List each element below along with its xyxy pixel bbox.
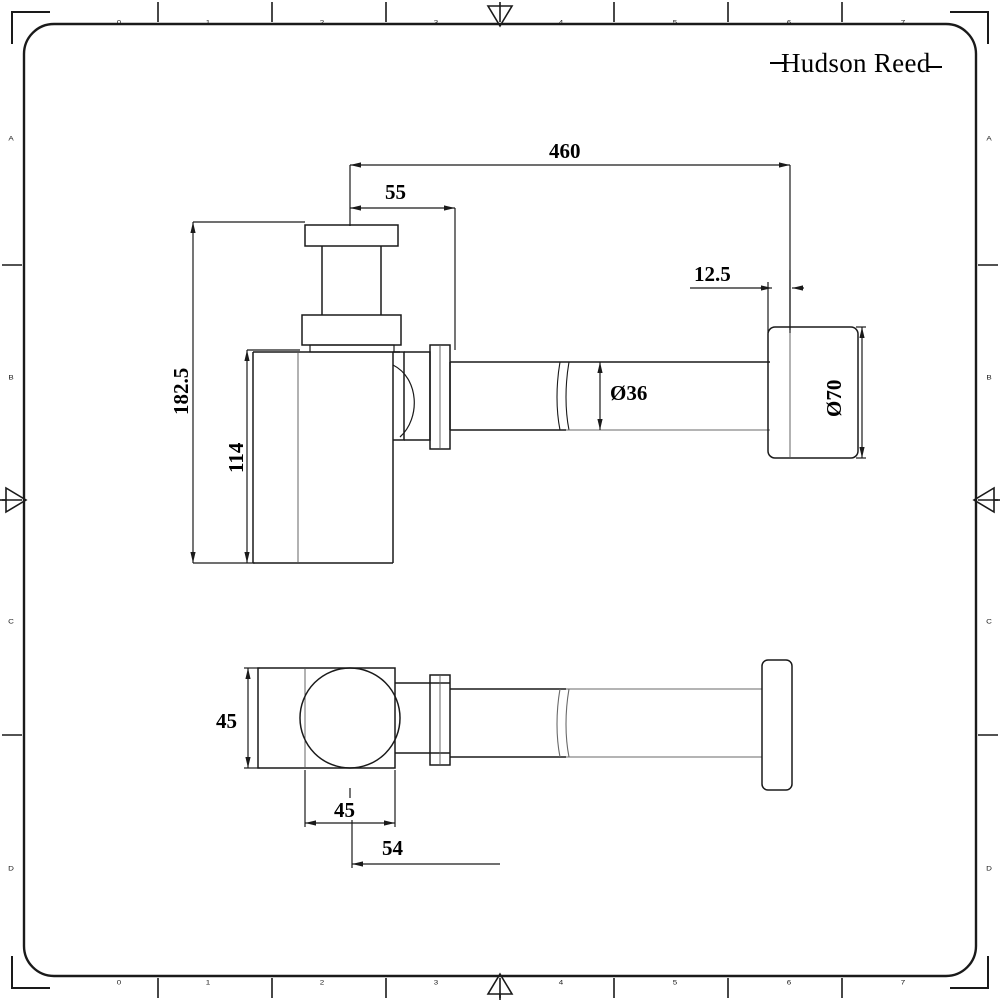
ruler-bottom-label-4: 4 (558, 978, 564, 987)
ruler-left-label-a: A (8, 134, 14, 143)
plan-view (257, 659, 793, 791)
outlet-transition (392, 351, 431, 441)
ruler-top-label-1: 1 (205, 18, 211, 27)
dimension-label-460: 460 (549, 139, 581, 163)
ruler-bottom-label-1: 1 (205, 978, 211, 987)
ruler-left-label-b: B (8, 373, 14, 382)
telescoping-joint (556, 361, 570, 431)
dimension-182-5 (190, 221, 305, 564)
dimension-label-12-5: 12.5 (694, 262, 731, 286)
ruler-bottom-label-7: 7 (900, 978, 906, 987)
center-marker-left-icon (0, 486, 28, 514)
brand-name: Hudson Reed (781, 48, 931, 79)
brand-logo: Hudson Reed (770, 46, 942, 79)
bottle-body (252, 351, 400, 564)
side-elevation-view (252, 224, 859, 564)
plan-pipe-inner (450, 688, 566, 758)
plan-pipe-outer (566, 688, 762, 758)
dimension-114 (244, 349, 300, 563)
ruler-top-label-6: 6 (786, 18, 792, 27)
neck-column (321, 246, 382, 315)
ruler-top-label-2: 2 (319, 18, 325, 27)
logo-rule-left-icon (770, 61, 784, 64)
dimension-12-5 (690, 270, 804, 333)
plan-body-square (257, 667, 396, 769)
compression-nut (429, 344, 451, 450)
ruler-bottom-label-6: 6 (786, 978, 792, 987)
dimension-plan-45-vertical (244, 667, 260, 769)
ruler-right-label-d: D (986, 864, 992, 873)
ruler-left-label-c: C (8, 617, 14, 626)
center-marker-top-icon (486, 5, 514, 28)
horizontal-pipe-inner (449, 361, 566, 431)
logo-rule-right-icon (927, 66, 942, 69)
ruler-top-label-5: 5 (672, 18, 678, 27)
sheet-border-frame (11, 11, 989, 989)
ruler-top-label-7: 7 (900, 18, 906, 27)
ruler-bottom-label-5: 5 (672, 978, 678, 987)
horizontal-pipe-outer (566, 361, 770, 431)
dimension-label-d70: Ø70 (822, 379, 846, 417)
dimension-label-plan-45-vertical: 45 (216, 709, 237, 733)
dimension-label-55: 55 (385, 180, 406, 204)
ruler-right-label-a: A (986, 134, 992, 143)
dimension-label-d36: Ø36 (610, 381, 648, 405)
center-marker-right-icon (972, 486, 1000, 514)
dimension-lines-plan-view (244, 667, 500, 868)
dimension-label-182-5: 182.5 (169, 367, 193, 415)
ruler-top-label-0: 0 (116, 18, 122, 27)
ruler-left-label-d: D (8, 864, 14, 873)
ruler-top-label-3: 3 (433, 18, 439, 27)
plan-wall-flange (761, 659, 793, 791)
plan-body-circle (299, 667, 401, 769)
center-marker-bottom-icon (486, 972, 514, 1000)
dimension-plan-54 (351, 820, 500, 868)
collar-ring (301, 314, 402, 353)
dimension-460 (349, 162, 791, 330)
ruler-right-label-c: C (986, 617, 992, 626)
ruler-bottom-label-2: 2 (319, 978, 325, 987)
ruler-ticks-top (157, 2, 843, 22)
plan-compression-nut (429, 674, 451, 766)
ruler-right-label-b: B (986, 373, 992, 382)
ruler-ticks-bottom (157, 978, 843, 998)
dimension-55 (350, 205, 456, 350)
dimension-label-114: 114 (224, 442, 248, 473)
plan-connector-spigot (395, 682, 450, 754)
wall-flange (767, 326, 859, 459)
ruler-bottom-label-3: 3 (433, 978, 439, 987)
dimension-label-plan-45-horizontal: 45 (334, 798, 355, 822)
dimension-plan-45-horizontal (304, 770, 396, 827)
dimension-lines-side-view (190, 162, 866, 564)
top-cap-flange (304, 224, 399, 247)
ruler-bottom-label-0: 0 (116, 978, 122, 987)
plan-telescoping-joint (556, 688, 570, 758)
dimension-d70 (856, 326, 866, 459)
dimension-label-plan-54: 54 (382, 836, 403, 860)
ruler-top-label-4: 4 (558, 18, 564, 27)
